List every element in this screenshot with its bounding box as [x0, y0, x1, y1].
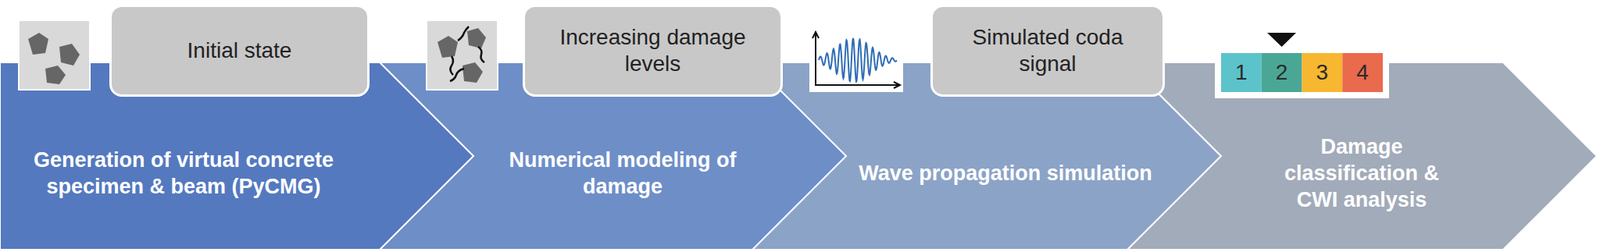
signal-icon — [809, 28, 904, 93]
chevron-outline — [1127, 62, 1597, 250]
stage-title: Wave propagation simulation — [858, 160, 1153, 187]
stage-title: Damage classification & CWI analysis — [1267, 133, 1456, 214]
class-bar — [1214, 32, 1390, 99]
stage-title: Numerical modeling of damage — [474, 146, 772, 200]
pointer-triangle — [1267, 32, 1297, 47]
aggregate-icon — [18, 20, 90, 90]
chevron-text-area: Numerical modeling of damage — [474, 96, 772, 250]
class-number: 4 — [1342, 53, 1383, 93]
chevron-text-area: Generation of virtual concrete specimen … — [27, 96, 340, 250]
stage-label: Increasing damage levels — [535, 24, 770, 78]
axis-arrows — [812, 32, 900, 89]
stage-label-box: Initial state — [109, 4, 370, 97]
stage-label: Simulated coda signal — [943, 24, 1152, 78]
class-number: 3 — [1302, 53, 1343, 93]
class-number: 2 — [1261, 53, 1303, 93]
axes — [815, 33, 899, 86]
class-number: 1 — [1221, 53, 1262, 93]
stage-label: Initial state — [187, 37, 293, 65]
chevron-text-area: Wave propagation simulation — [857, 96, 1154, 250]
chevron-text-area: Damage classification & CWI analysis — [1267, 96, 1456, 250]
damaged-aggregate-icon — [426, 20, 498, 90]
stage-label-box: Simulated coda signal — [930, 4, 1165, 97]
coda-wave — [818, 38, 897, 82]
stage-title: Generation of virtual concrete specimen … — [27, 146, 340, 200]
stage-label-box: Increasing damage levels — [522, 4, 783, 97]
